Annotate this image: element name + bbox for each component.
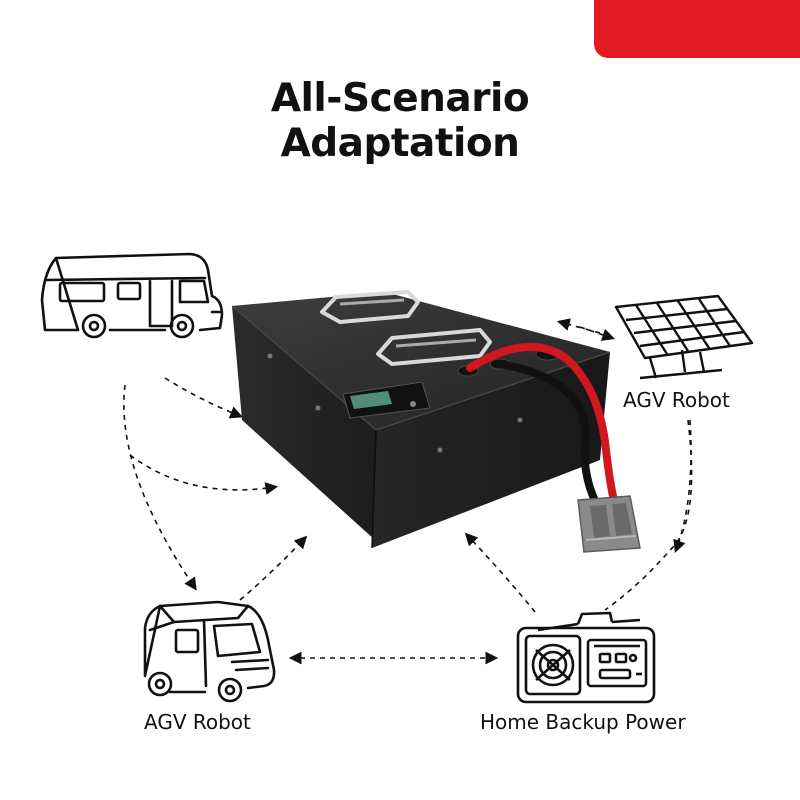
red-corner-tab bbox=[594, 0, 800, 58]
arrow-solar-down bbox=[673, 419, 692, 553]
battery-right-face bbox=[372, 352, 610, 548]
arrow-rv-to-battery bbox=[164, 377, 243, 419]
scenario-label-home-backup-power: Home Backup Power bbox=[480, 710, 686, 734]
battery-cable-black bbox=[496, 360, 604, 514]
title-line-2: Adaptation bbox=[280, 121, 520, 166]
scenario-label-agv-robot-top: AGV Robot bbox=[623, 388, 730, 412]
battery-cable-red bbox=[466, 342, 619, 509]
arrow-rv-to-van bbox=[123, 384, 197, 591]
arrow-home-to-battery bbox=[464, 532, 536, 613]
battery-handle-front bbox=[376, 328, 492, 366]
arrow-battery-solar bbox=[556, 318, 601, 334]
battery-handle-rear bbox=[320, 290, 420, 324]
arrow-solar-to-home bbox=[604, 419, 693, 611]
scenario-label-agv-robot-bottom: AGV Robot bbox=[144, 710, 251, 734]
arrow-rv-to-battery-lower bbox=[129, 454, 279, 495]
battery-lcd-display bbox=[342, 381, 431, 419]
arrow-van-to-battery bbox=[239, 535, 308, 601]
page-title: All-Scenario Adaptation bbox=[0, 76, 800, 166]
title-line-1: All-Scenario bbox=[270, 76, 530, 121]
anderson-connector bbox=[577, 495, 641, 553]
battery-left-face bbox=[232, 306, 376, 540]
